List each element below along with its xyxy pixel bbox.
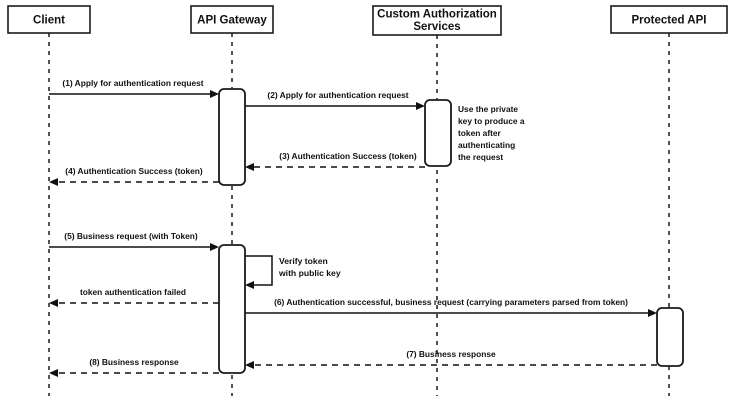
message-7: (7) Business response xyxy=(245,349,657,369)
message-label-2: (2) Apply for authentication request xyxy=(267,90,408,100)
self-message-arrowhead xyxy=(245,281,254,289)
message-1: (1) Apply for authentication request xyxy=(49,78,219,98)
self-message-path xyxy=(245,255,273,286)
message-token-authentication-failed: token authentication failed xyxy=(49,287,219,307)
message-label-6: (6) Authentication successful, business … xyxy=(274,297,628,307)
participant-client[interactable]: Client xyxy=(7,5,91,34)
message-label-7: (7) Business response xyxy=(406,349,496,359)
participant-custom-auth[interactable]: Custom Authorization Services xyxy=(372,5,502,36)
message-arrowhead-1 xyxy=(210,90,219,98)
message-arrowhead-token-failed xyxy=(49,299,58,307)
note-private-key: Use the private key to produce a token a… xyxy=(458,104,525,162)
activation-bar-api-gateway-business xyxy=(218,244,246,374)
participant-api-gateway[interactable]: API Gateway xyxy=(190,5,274,34)
message-label-4: (4) Authentication Success (token) xyxy=(65,166,203,176)
participant-label-custom-auth-line2: Services xyxy=(413,21,460,33)
participant-label-custom-auth-line1: Custom Authorization xyxy=(377,9,497,21)
note-line-2: key to produce a xyxy=(458,116,525,126)
message-arrowhead-2 xyxy=(416,102,425,110)
message-8: (8) Business response xyxy=(49,357,219,377)
message-arrowhead-8 xyxy=(49,369,58,377)
participant-box-protected-api[interactable] xyxy=(610,5,728,34)
note-line-5: the request xyxy=(458,152,503,162)
message-4: (4) Authentication Success (token) xyxy=(49,166,219,186)
message-label-token-failed: token authentication failed xyxy=(80,287,186,297)
message-6: (6) Authentication successful, business … xyxy=(245,297,657,317)
message-label-3: (3) Authentication Success (token) xyxy=(279,151,417,161)
message-label-8: (8) Business response xyxy=(89,357,179,367)
message-arrowhead-6 xyxy=(648,309,657,317)
message-arrowhead-5 xyxy=(210,243,219,251)
self-message-line-2: with public key xyxy=(278,268,341,278)
participant-box-api-gateway[interactable] xyxy=(190,5,274,34)
message-arrowhead-3 xyxy=(245,163,254,171)
message-2: (2) Apply for authentication request xyxy=(245,90,425,110)
message-5: (5) Business request (with Token) xyxy=(49,231,219,251)
activation-bar-protected-api xyxy=(656,307,684,367)
participant-box-client[interactable] xyxy=(7,5,91,34)
message-3: (3) Authentication Success (token) xyxy=(245,151,425,171)
message-arrowhead-4 xyxy=(49,178,58,186)
note-line-4: authenticating xyxy=(458,140,515,150)
participant-box-custom-auth[interactable] xyxy=(372,5,502,36)
message-label-5: (5) Business request (with Token) xyxy=(64,231,198,241)
self-message-verify-token: Verify token with public key xyxy=(245,255,341,289)
message-arrowhead-7 xyxy=(245,361,254,369)
activation-bar-custom-auth xyxy=(424,99,452,167)
participant-label-api-gateway: API Gateway xyxy=(197,15,267,27)
participant-protected-api[interactable]: Protected API xyxy=(610,5,728,34)
self-message-line-1: Verify token xyxy=(279,256,328,266)
note-line-1: Use the private xyxy=(458,104,518,114)
activation-bar-api-gateway-auth xyxy=(218,88,246,186)
note-line-3: token after xyxy=(458,128,502,138)
message-label-1: (1) Apply for authentication request xyxy=(62,78,203,88)
participant-label-client: Client xyxy=(33,15,65,27)
participant-label-protected-api: Protected API xyxy=(632,15,707,27)
